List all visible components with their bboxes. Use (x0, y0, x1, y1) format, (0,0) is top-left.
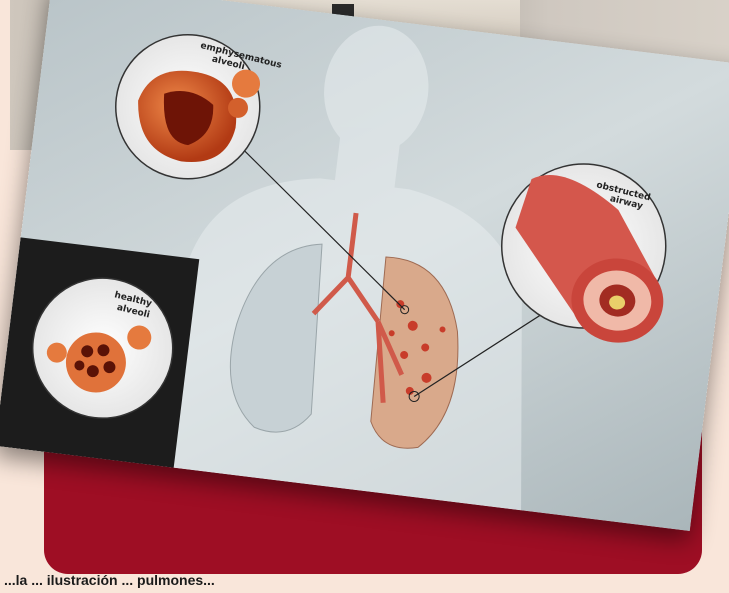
illustration-svg: emphysematous alveoli obstructed airway (0, 0, 729, 531)
healthy-alveoli-inset: healthy alveoli (0, 237, 199, 467)
caption: ...la ... ilustración ... pulmones... (0, 572, 729, 593)
copd-illustration: emphysematous alveoli obstructed airway (0, 0, 729, 531)
